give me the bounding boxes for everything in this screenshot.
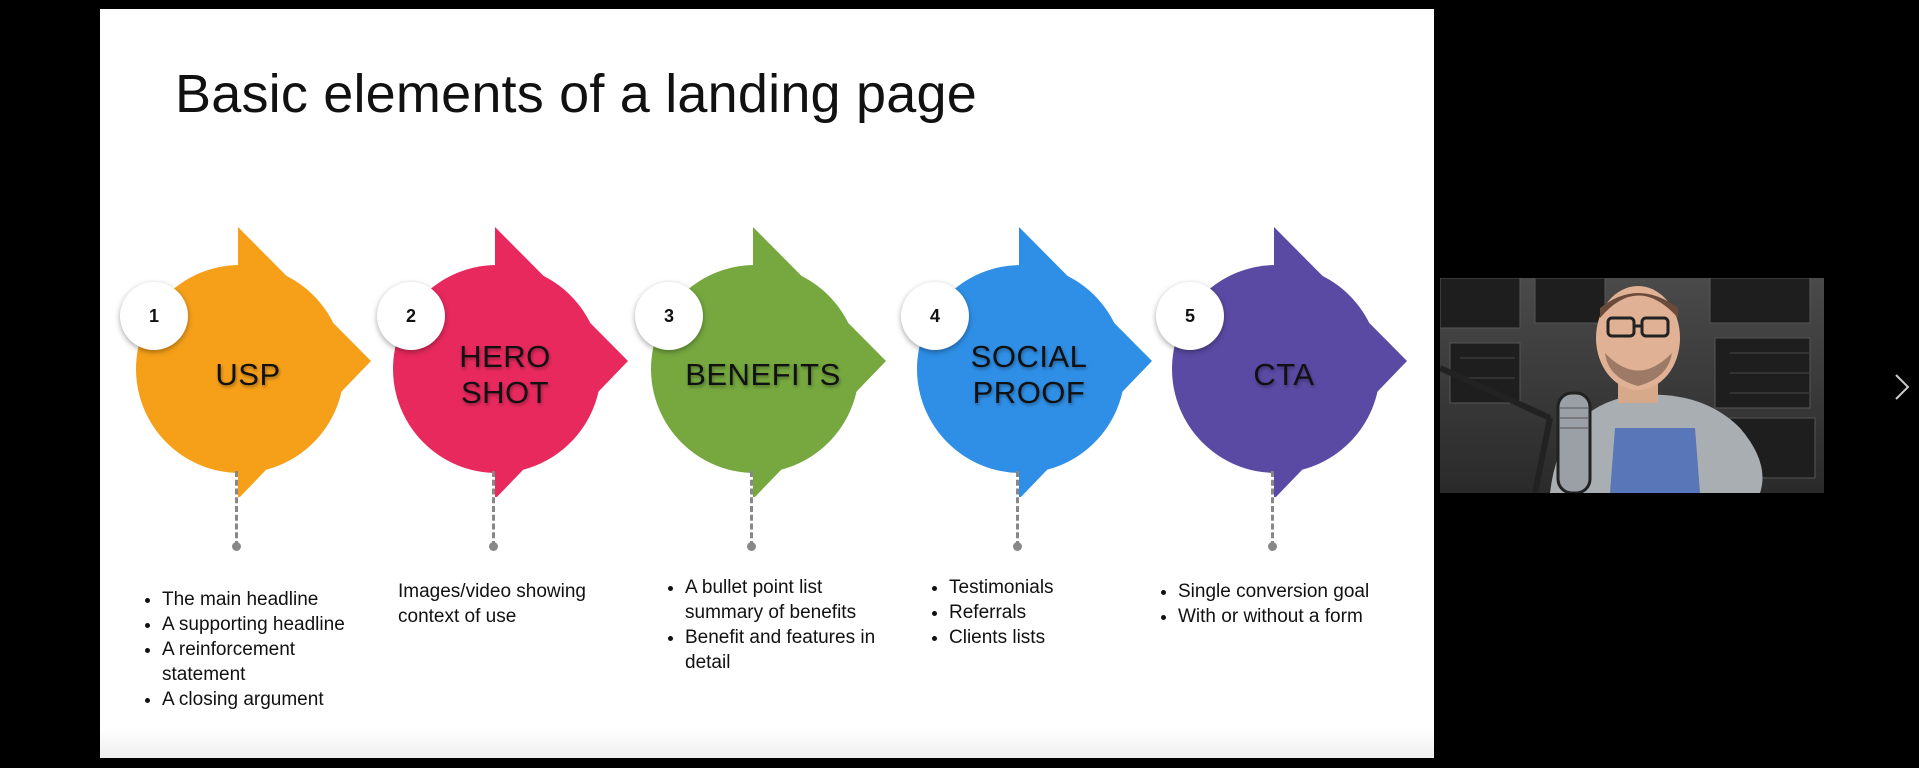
step-connector-line [235, 471, 238, 547]
step-label-line: USP [215, 357, 281, 392]
step-description: Single conversion goalWith or without a … [1156, 579, 1386, 629]
step-description: TestimonialsReferralsClients lists [927, 575, 1157, 650]
list-item: Referrals [949, 600, 1157, 625]
step-bullet-list: Single conversion goalWith or without a … [1156, 579, 1386, 629]
step-label-line: HERO [459, 339, 551, 374]
step-label-line: SOCIAL [970, 339, 1088, 374]
step-label-line: CTA [1253, 357, 1315, 392]
slide-bottom-strip [100, 728, 1434, 758]
step-bullet-list: TestimonialsReferralsClients lists [927, 575, 1157, 650]
step-label-line: BENEFITS [685, 357, 841, 392]
chevron-right-icon [1895, 374, 1910, 400]
step-label-line: SHOT [460, 375, 550, 410]
step-description: The main headlineA supporting headlineA … [140, 587, 370, 712]
list-item: Testimonials [949, 575, 1157, 600]
step-connector-dot [747, 542, 756, 551]
step-label: CTA [1164, 357, 1404, 393]
step-label-line: PROOF [972, 375, 1086, 410]
step-number-badge: 2 [377, 282, 445, 350]
step-connector-line [750, 471, 753, 547]
step-number-badge: 3 [635, 282, 703, 350]
step-bullet-list: The main headlineA supporting headlineA … [140, 587, 370, 712]
slide-title: Basic elements of a landing page [175, 64, 977, 124]
step-connector-line [1016, 471, 1019, 547]
list-item: The main headline [162, 587, 370, 612]
step-connector-dot [1268, 542, 1277, 551]
list-item: A supporting headline [162, 612, 370, 637]
step-connector-dot [232, 542, 241, 551]
step-arrow-shape [917, 227, 1152, 497]
step-label: BENEFITS [643, 357, 883, 393]
step-arrow-shape [1172, 227, 1407, 497]
step-label: USP [128, 357, 368, 393]
presenter-video [1440, 278, 1824, 493]
step-bullet-list: A bullet point list summary of benefitsB… [663, 575, 893, 675]
step-connector-dot [489, 542, 498, 551]
list-item: A closing argument [162, 687, 370, 712]
step-arrow-shape [136, 227, 371, 497]
step-description-text: Images/video showing context of use [398, 581, 586, 627]
step-description: Images/video showing context of use [398, 579, 628, 629]
list-item: With or without a form [1178, 604, 1386, 629]
list-item: Clients lists [949, 625, 1157, 650]
step-connector-dot [1013, 542, 1022, 551]
step-number-badge: 5 [1156, 282, 1224, 350]
step-description: A bullet point list summary of benefitsB… [663, 575, 893, 675]
list-item: A bullet point list summary of benefits [685, 575, 893, 625]
next-slide-button[interactable] [1892, 372, 1912, 402]
step-number-badge: 1 [120, 282, 188, 350]
step-connector-line [492, 471, 495, 547]
list-item: Single conversion goal [1178, 579, 1386, 604]
list-item: Benefit and features in detail [685, 625, 893, 675]
list-item: A reinforcement statement [162, 637, 370, 687]
step-arrow-shape [651, 227, 886, 497]
presenter-webcam [1440, 278, 1824, 493]
step-connector-line [1271, 471, 1274, 547]
step-number-badge: 4 [901, 282, 969, 350]
step-arrow-shape [393, 227, 628, 497]
